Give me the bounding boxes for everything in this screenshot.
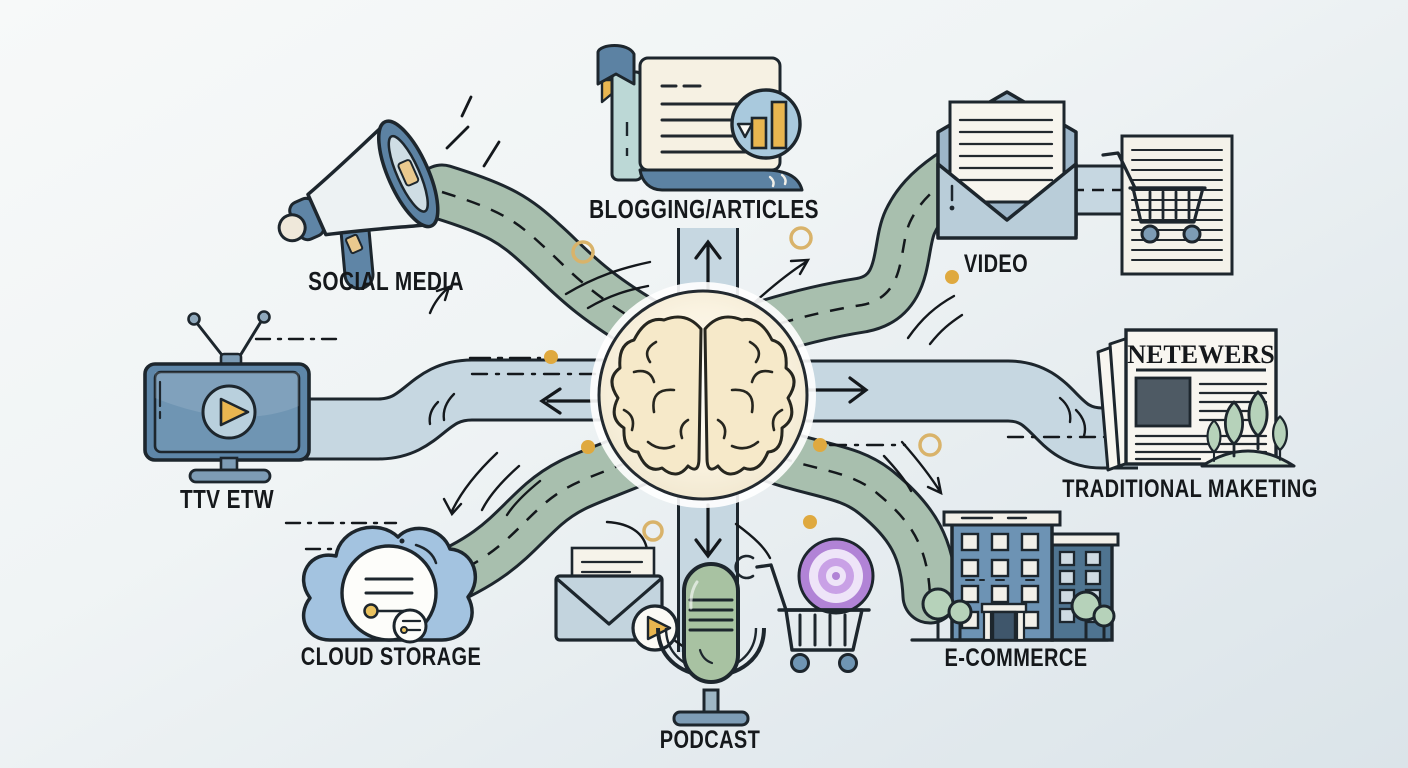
cart-document-icon [1101, 134, 1234, 276]
vinyl-disc-icon [797, 537, 875, 615]
newspaper-icon: NETEWERS [1096, 328, 1296, 472]
road-green-ecommerce [725, 419, 959, 625]
scroll-document-icon [596, 44, 804, 192]
buildings-icon [910, 510, 1120, 642]
label-video: VIDEO [963, 250, 1029, 278]
shopping-cart-icon [1101, 151, 1207, 244]
road-green-cloud [403, 423, 681, 613]
microphone-icon [656, 562, 766, 727]
label-tv: TTV ETW [179, 484, 275, 514]
chart-badge-icon [730, 88, 802, 160]
label-traditional-marketing: TRADITIONAL MAKETING [1062, 475, 1318, 503]
label-social-media: SOCIAL MEDIA [308, 266, 464, 296]
building-trees-icon [921, 587, 1116, 642]
road-blue-left [298, 358, 620, 461]
megaphone-icon [277, 95, 501, 291]
label-ecommerce: E-COMMERCE [944, 644, 1088, 672]
road-green-video [723, 149, 979, 361]
cloud-icon [301, 525, 478, 644]
shopping-cart-icon-bottom [734, 554, 871, 673]
label-podcast: PODCAST [659, 726, 761, 754]
center-hub [590, 282, 816, 508]
label-blogging-articles: BLOGGING/ARTICLES [589, 194, 819, 224]
newspaper-masthead: NETEWERS [1127, 340, 1274, 369]
brain-icon [610, 315, 796, 476]
road-green-social [413, 163, 684, 361]
sound-lines [445, 95, 501, 168]
envelope-play-icon [554, 546, 679, 652]
podcast-cluster [554, 537, 875, 727]
open-envelope-icon [936, 90, 1078, 240]
trees-icon [1200, 390, 1296, 468]
label-cloud-storage: CLOUD STORAGE [300, 643, 482, 671]
accent-dots [544, 226, 959, 542]
tv-play-icon [143, 310, 311, 484]
